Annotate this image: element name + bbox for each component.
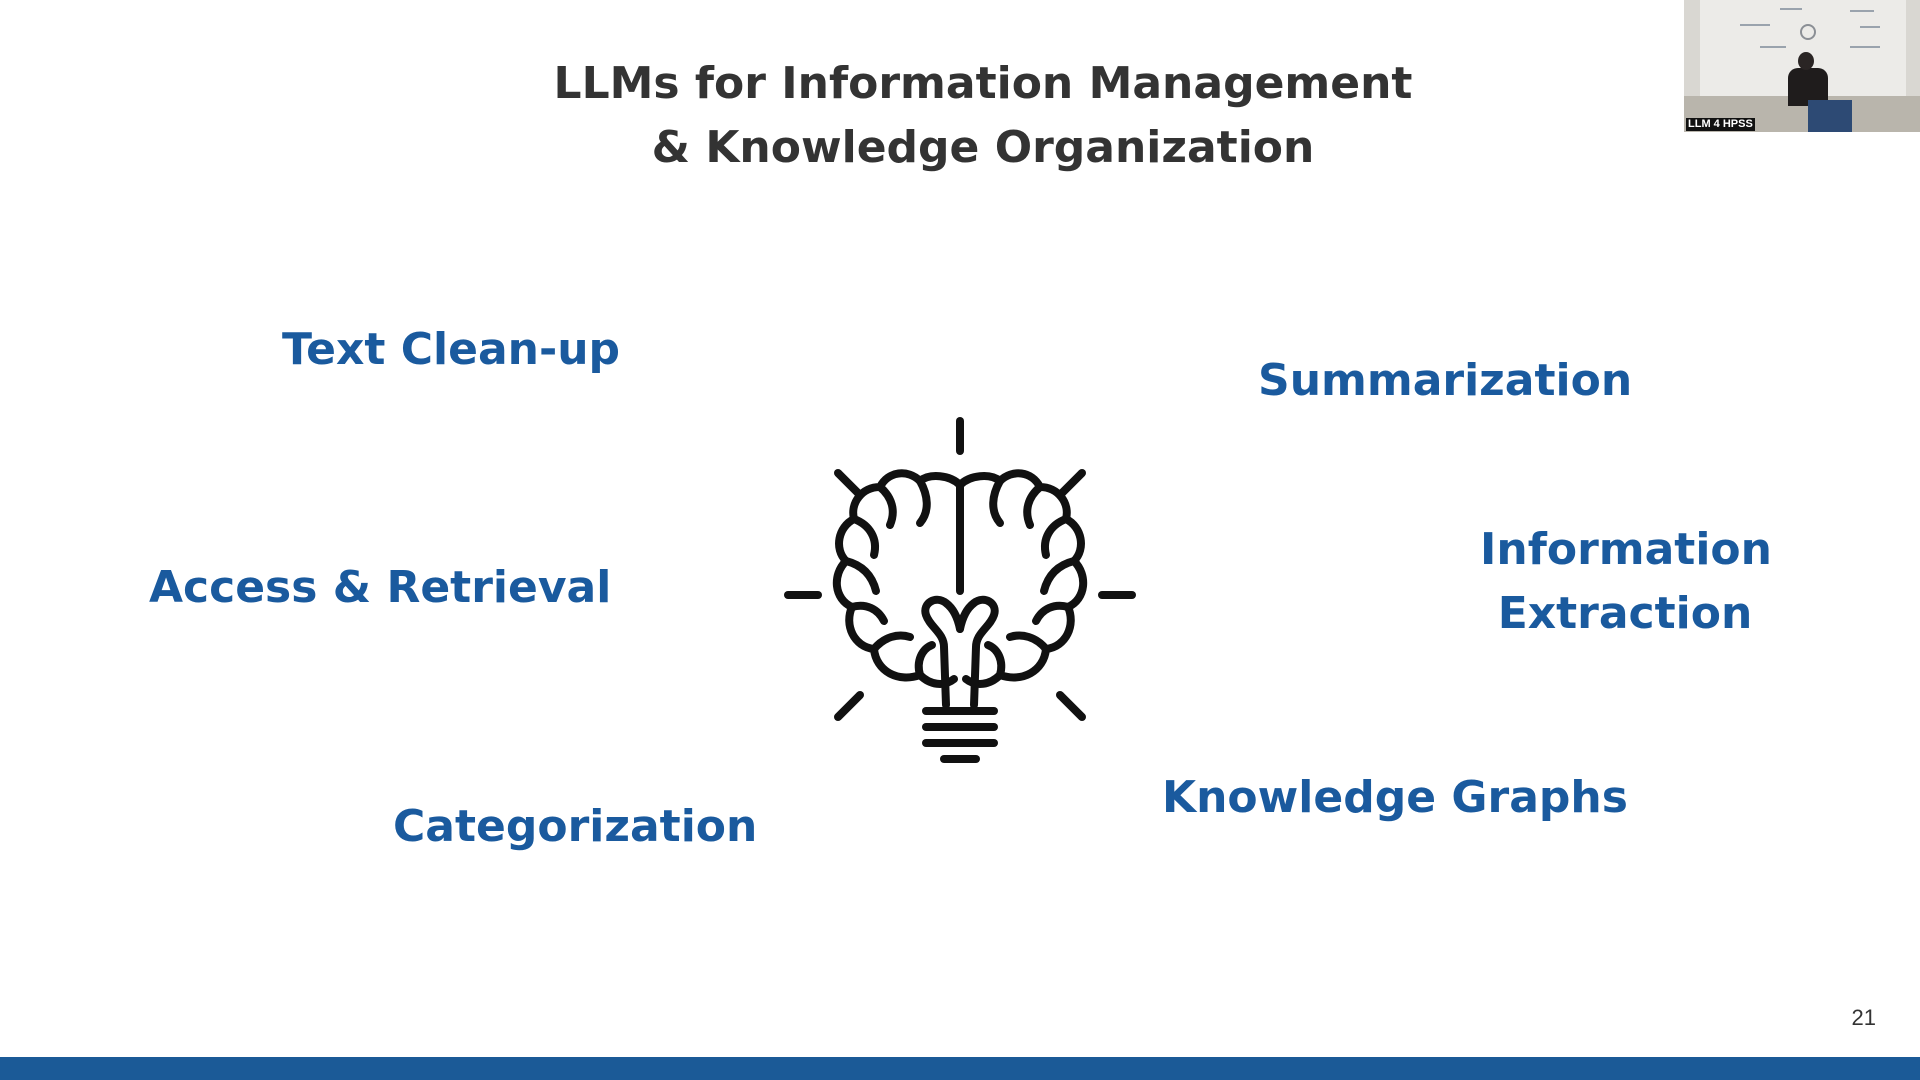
slide-title: LLMs for Information Management & Knowle… bbox=[0, 52, 1920, 180]
topic-access-retrieval: Access & Retrieval bbox=[149, 562, 612, 613]
page-number: 21 bbox=[1851, 1005, 1876, 1030]
topic-categorization: Categorization bbox=[393, 801, 758, 852]
webcam-thumbnail[interactable]: LLM 4 HPSS bbox=[1684, 0, 1920, 132]
slide-title-line-1: LLMs for Information Management bbox=[553, 58, 1413, 109]
topic-knowledge-graphs: Knowledge Graphs bbox=[1162, 772, 1628, 823]
brain-lightbulb-icon bbox=[784, 417, 1136, 763]
topic-information-extraction-line-1: Information bbox=[1480, 524, 1772, 575]
topic-information-extraction: Information Extraction bbox=[1480, 518, 1772, 646]
topic-summarization: Summarization bbox=[1258, 355, 1633, 406]
topic-text-cleanup: Text Clean-up bbox=[282, 324, 621, 375]
topic-information-extraction-line-2: Extraction bbox=[1497, 588, 1753, 639]
slide-title-line-2: & Knowledge Organization bbox=[651, 122, 1315, 173]
speaker-head bbox=[1798, 52, 1814, 70]
footer-bar bbox=[0, 1057, 1920, 1080]
speaker-body bbox=[1788, 68, 1828, 106]
webcam-label: LLM 4 HPSS bbox=[1686, 118, 1755, 131]
speaker-podium bbox=[1808, 100, 1852, 132]
